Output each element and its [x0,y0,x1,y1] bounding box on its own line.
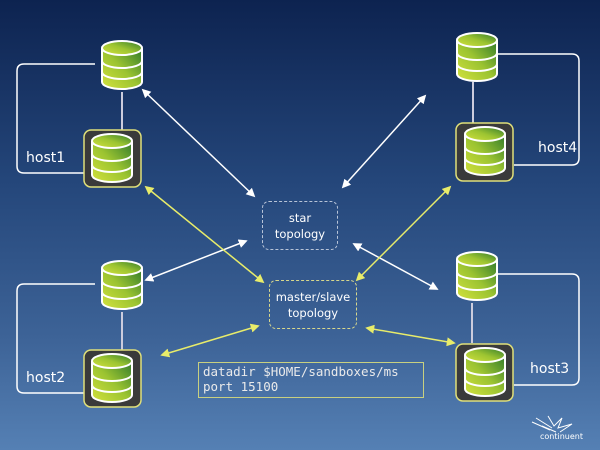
host1-boundary [16,63,95,174]
star-topology-subtitle: topology [274,226,326,241]
slave-db-icon [456,251,498,301]
star-topology-box: star topology [262,201,338,250]
host1-label: host1 [26,150,66,166]
master-db-icon [91,133,133,183]
logo-text: continuent [540,432,583,441]
host2-label: host2 [26,370,66,386]
star-topology-title: star [288,210,312,225]
ms-arrow-host2 [160,323,260,358]
ms-topology-title: master/slave [275,289,351,304]
host3-group [455,251,580,402]
star-arrow-host3 [352,243,439,290]
config-datadir: datadir $HOME/sandboxes/ms [203,364,399,379]
master-db-icon [91,353,133,403]
slave-db-icon [101,40,143,90]
host1-group [16,40,143,188]
master-db-icon [464,126,506,176]
host4-group [455,32,580,182]
star-arrow-host1 [141,88,256,198]
ms-arrow-host4 [355,185,452,282]
config-box: datadir $HOME/sandboxes/ms port 15100 [198,362,424,398]
master-db-icon [464,347,506,397]
slave-db-icon [456,32,498,82]
host2-group [16,260,143,408]
master-slave-topology-box: master/slave topology [269,280,357,329]
host3-boundary [497,273,580,386]
star-arrow-host4 [341,94,427,189]
star-arrow-host2 [144,239,248,282]
continuent-logo-icon [531,415,573,433]
host4-boundary [497,53,580,166]
slave-db-icon [101,260,143,310]
host2-boundary [16,283,95,394]
config-port: port 15100 [203,379,279,394]
ms-arrow-host3 [365,324,456,347]
host4-label: host4 [538,140,578,156]
ms-arrow-host1 [144,185,265,284]
ms-topology-subtitle: topology [287,305,339,320]
host3-label: host3 [530,361,570,377]
